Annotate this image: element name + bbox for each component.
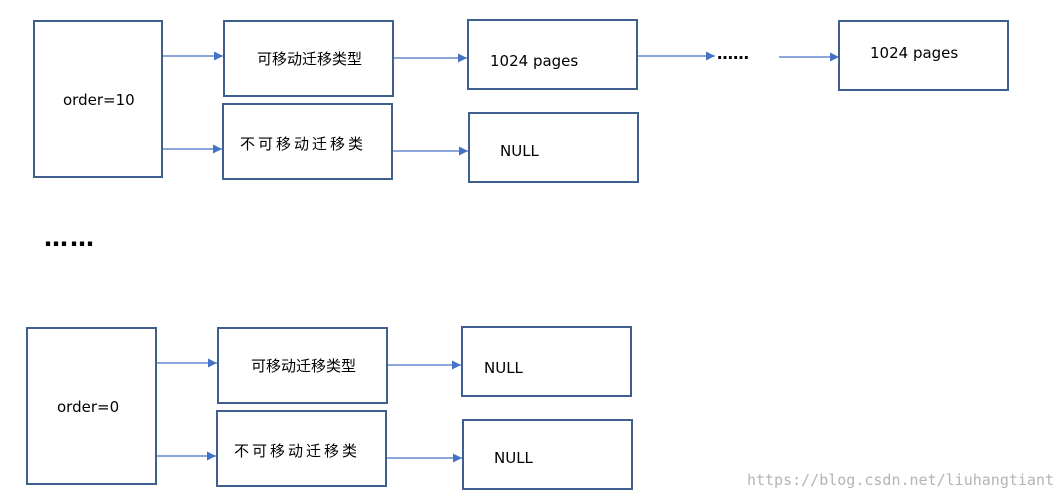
- top-null-label: NULL: [500, 142, 539, 160]
- bottom-movable-box: 可移动迁移类型: [217, 327, 388, 404]
- bottom-unmovable-null-box: NULL: [462, 419, 633, 490]
- order10-box: order=10: [33, 20, 163, 178]
- bottom-movable-label: 可移动迁移类型: [251, 357, 357, 375]
- bottom-unmovable-label: 不可移动迁移类: [234, 442, 361, 460]
- watermark: https://blog.csdn.net/liuhangtiant: [746, 471, 1054, 489]
- top-null-box: NULL: [468, 112, 639, 183]
- order0-box: order=0: [26, 327, 157, 485]
- order10-label: order=10: [63, 91, 135, 109]
- top-movable-label: 可移动迁移类型: [257, 50, 363, 68]
- top-last-pages-box: 1024 pages: [838, 20, 1009, 91]
- bottom-unmovable-box: 不可移动迁移类: [216, 410, 387, 487]
- top-first-pages-box: 1024 pages: [467, 19, 638, 90]
- bottom-unmovable-null-label: NULL: [494, 449, 533, 467]
- top-first-pages-label: 1024 pages: [490, 52, 579, 70]
- top-unmovable-box: 不可移动迁移类: [222, 103, 393, 180]
- order0-label: order=0: [57, 398, 120, 416]
- top-movable-box: 可移动迁移类型: [223, 20, 394, 97]
- bottom-movable-null-label: NULL: [484, 359, 523, 377]
- top-unmovable-label: 不可移动迁移类: [240, 135, 367, 153]
- bottom-movable-null-box: NULL: [461, 326, 632, 397]
- top-chain-ellipsis: ……: [717, 44, 749, 63]
- top-last-pages-label: 1024 pages: [870, 44, 959, 62]
- order-ellipsis: ……: [44, 224, 96, 252]
